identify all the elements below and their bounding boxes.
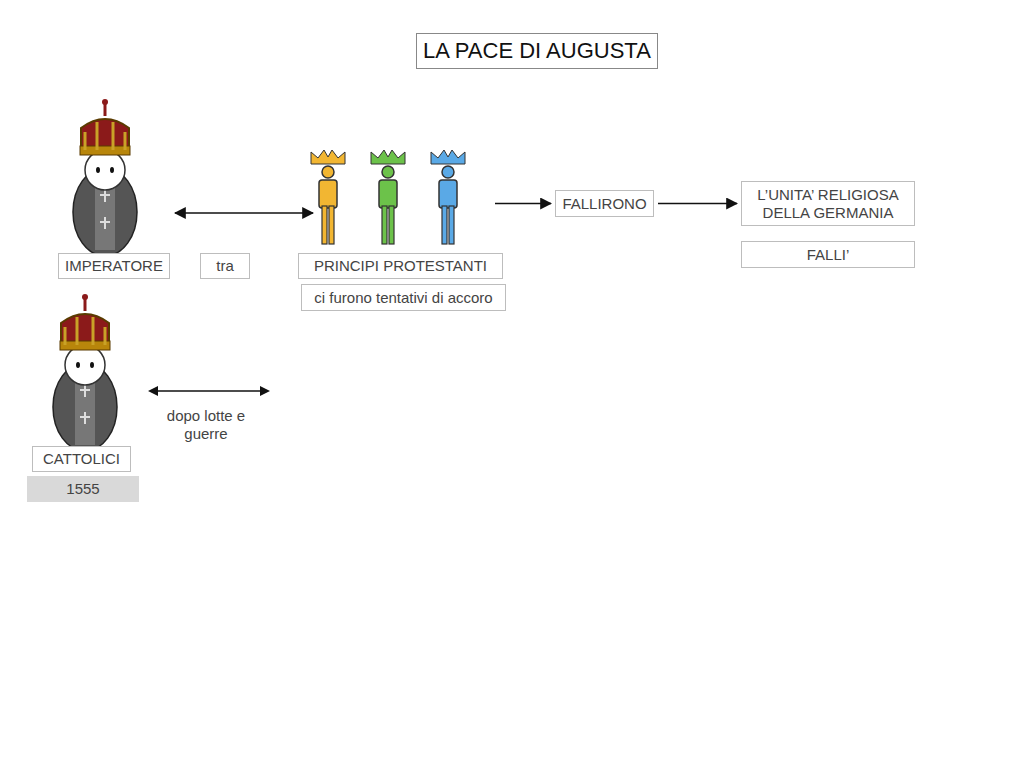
connector-arrow (495, 203, 551, 205)
arrow-head (260, 386, 270, 396)
box-text: FALLI’ (807, 246, 850, 264)
connector-arrow (658, 203, 737, 205)
date-box: 1555 (27, 476, 139, 502)
title: LA PACE DI AUGUSTA (416, 33, 658, 69)
box-text: FALLIRONO (562, 195, 646, 213)
note-box: tra (200, 253, 250, 279)
arrow-head (148, 386, 158, 396)
outcome-box: FALLIRONO (555, 190, 654, 217)
outcome-box: FALLI’ (741, 241, 915, 268)
arrow-line (155, 390, 264, 392)
prince-figure (431, 150, 465, 244)
goal-box: L’UNITA’ RELIGIOSA DELLA GERMANIA (741, 181, 915, 226)
box-text: PRINCIPI PROTESTANTI (314, 257, 487, 275)
connector-arrow (175, 212, 313, 214)
box-text: IMPERATORE (65, 257, 163, 275)
box-text: tra (216, 257, 234, 275)
princes-box: PRINCIPI PROTESTANTI (298, 253, 503, 279)
note-label: dopo lotte e guerre (150, 407, 262, 443)
box-text: 1555 (66, 480, 99, 498)
emperor-figure (53, 294, 117, 451)
emperor-figure (73, 99, 137, 256)
box-text: ci furono tentativi di accoro (314, 289, 492, 307)
note-box: ci furono tentativi di accoro (301, 284, 506, 311)
emperor-box: IMPERATORE (58, 253, 170, 279)
catholics-box: CATTOLICI (32, 446, 131, 472)
box-text: CATTOLICI (43, 450, 120, 468)
box-text: L’UNITA’ RELIGIOSA DELLA GERMANIA (748, 186, 908, 222)
prince-figure (371, 150, 405, 244)
prince-figure (311, 150, 345, 244)
